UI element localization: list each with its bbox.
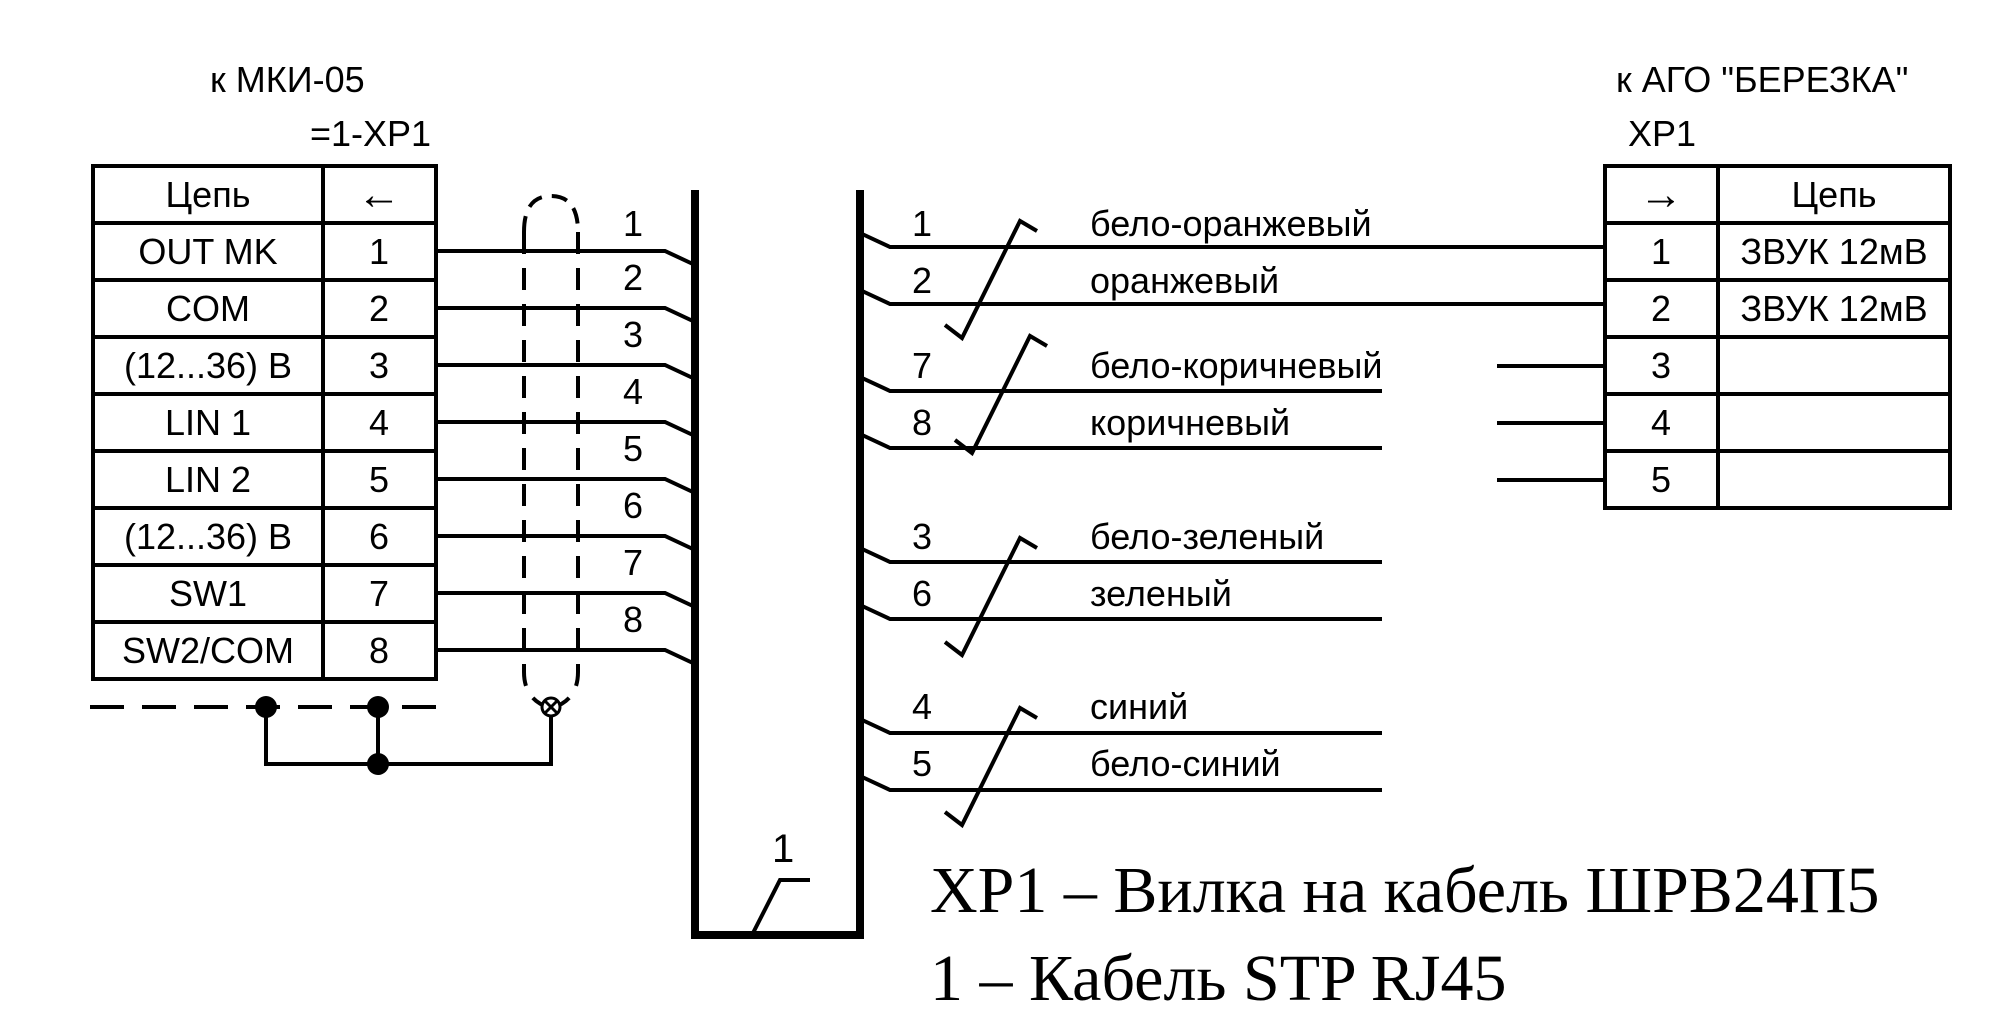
wire-color: бело-зеленый xyxy=(1090,516,1324,557)
left-header-arrow: ← xyxy=(357,170,401,219)
left-row-8-circuit: SW2/COM xyxy=(122,630,294,671)
left-destination-label: к МКИ-05 xyxy=(210,59,365,100)
shield-termination xyxy=(540,696,562,718)
wire-color: бело-синий xyxy=(1090,743,1281,784)
left-connector-table xyxy=(91,164,438,681)
wire-color: бело-коричневый xyxy=(1090,345,1383,386)
right-stub-wires xyxy=(1497,364,1605,482)
left-header-circuit: Цепь xyxy=(166,174,251,215)
left-wire-number: 7 xyxy=(623,542,643,583)
wire-number: 5 xyxy=(912,743,932,784)
left-wire-number: 5 xyxy=(623,428,643,469)
wire-color: оранжевый xyxy=(1090,260,1279,301)
left-row-5-circuit: LIN 2 xyxy=(165,459,251,500)
left-wire-number: 2 xyxy=(623,257,643,298)
ground-junctions xyxy=(255,696,389,775)
right-row-2-pin: 2 xyxy=(1651,288,1671,329)
left-row-7-pin: 7 xyxy=(369,573,389,614)
right-destination-label: к АГО "БЕРЕЗКА" xyxy=(1616,59,1908,100)
left-row-1-circuit: OUT MK xyxy=(138,231,277,272)
left-wire-number: 4 xyxy=(623,371,643,412)
notes: XP1 – Вилка на кабель ШРВ24П5 1 – Кабель… xyxy=(930,854,1880,1015)
left-row-8-pin: 8 xyxy=(369,630,389,671)
right-row-1-circuit: ЗВУК 12мВ xyxy=(1740,231,1927,272)
left-row-3-pin: 3 xyxy=(369,345,389,386)
wire-number: 8 xyxy=(912,402,932,443)
left-row-1-pin: 1 xyxy=(369,231,389,272)
cable-body xyxy=(691,190,864,939)
right-connector-designator: XP1 xyxy=(1628,113,1696,154)
left-wire-number: 1 xyxy=(623,203,643,244)
cable-shield xyxy=(522,193,580,710)
wire-number: 6 xyxy=(912,573,932,614)
wire-color: зеленый xyxy=(1090,573,1232,614)
cable-leader xyxy=(750,878,810,936)
cable-label: 1 xyxy=(772,827,794,871)
left-row-4-pin: 4 xyxy=(369,402,389,443)
left-wires xyxy=(436,249,696,666)
twisted-pair-markers xyxy=(943,218,1049,829)
left-row-4-circuit: LIN 1 xyxy=(165,402,251,443)
left-wire-number: 8 xyxy=(623,599,643,640)
left-row-2-circuit: COM xyxy=(166,288,250,329)
right-wires xyxy=(859,231,1605,792)
right-row-3-pin: 3 xyxy=(1651,345,1671,386)
ground-bus xyxy=(90,705,553,766)
left-row-6-pin: 6 xyxy=(369,516,389,557)
wire-number: 2 xyxy=(912,260,932,301)
right-connector: к АГО "БЕРЕЗКА" XP1 → Цепь 1 ЗВУК 12мВ 2… xyxy=(1603,59,1952,510)
left-wire-number: 6 xyxy=(623,485,643,526)
wire-number: 3 xyxy=(912,516,932,557)
right-row-5-pin: 5 xyxy=(1651,459,1671,500)
right-connector-table xyxy=(1603,164,1952,510)
right-row-1-pin: 1 xyxy=(1651,231,1671,272)
left-row-3-circuit: (12...36) В xyxy=(124,345,292,386)
right-header-circuit: Цепь xyxy=(1792,174,1877,215)
left-row-5-pin: 5 xyxy=(369,459,389,500)
left-row-7-circuit: SW1 xyxy=(169,573,247,614)
left-connector-designator: =1-XP1 xyxy=(310,113,431,154)
wire-color: коричневый xyxy=(1090,402,1290,443)
right-row-2-circuit: ЗВУК 12мВ xyxy=(1740,288,1927,329)
wire-number: 1 xyxy=(912,203,932,244)
wire-number: 7 xyxy=(912,345,932,386)
note-connector: XP1 – Вилка на кабель ШРВ24П5 xyxy=(930,854,1880,927)
left-row-2-pin: 2 xyxy=(369,288,389,329)
right-row-4-pin: 4 xyxy=(1651,402,1671,443)
right-header-arrow: → xyxy=(1639,170,1683,219)
wire-number: 4 xyxy=(912,686,932,727)
left-connector: к МКИ-05 =1-XP1 Цепь ← OUT MK 1 COM 2 (1… xyxy=(91,59,438,681)
wire-color: бело-оранжевый xyxy=(1090,203,1372,244)
left-wire-numbers: 1 2 3 4 5 6 7 8 xyxy=(623,203,643,640)
wire-color: синий xyxy=(1090,686,1188,727)
cable-wire-labels: 1 бело-оранжевый 2 оранжевый 7 бело-кори… xyxy=(912,203,1383,784)
left-wire-number: 3 xyxy=(623,314,643,355)
note-cable: 1 – Кабель STP RJ45 xyxy=(930,942,1506,1015)
left-row-6-circuit: (12...36) В xyxy=(124,516,292,557)
